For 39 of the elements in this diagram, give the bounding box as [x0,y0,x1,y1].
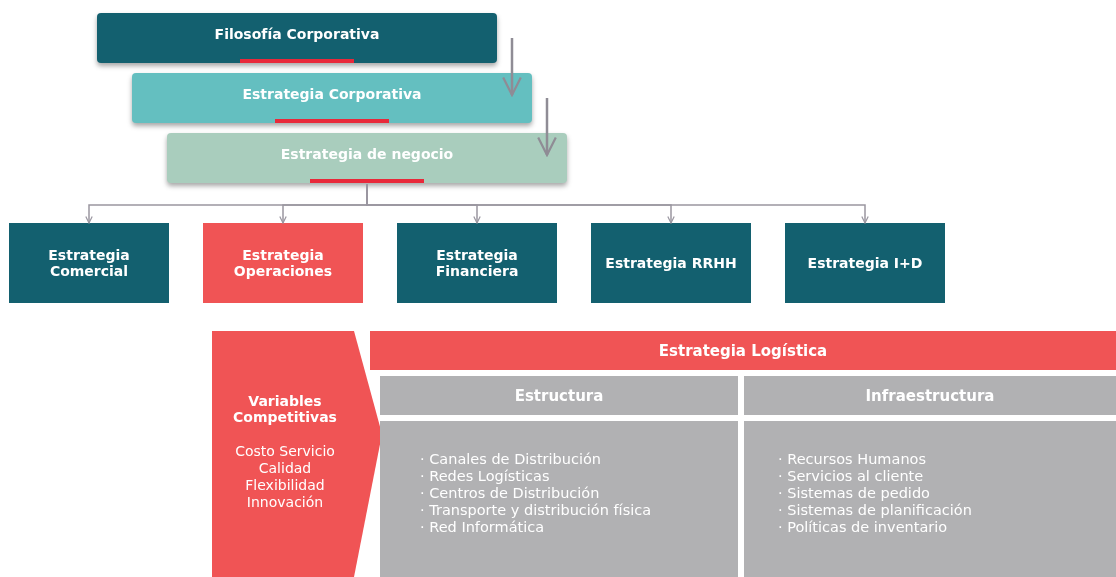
strategy-box [397,223,557,303]
list-item: · Transporte y distribución física [420,502,652,519]
title-text: Infraestructura [865,387,995,404]
list-item: · Recursos Humanos [778,451,926,468]
column-header [744,376,1116,415]
list-item: · Canales de Distribución [420,451,602,468]
title-text: Estrategia Corporativa [242,86,422,102]
list-item: · Red Informática [420,519,545,536]
strategy-card [167,133,567,183]
title-text: Estrategia Comercial [47,247,131,279]
title-text: Variables Competitivas [232,393,338,425]
strategy-box [591,223,751,303]
header-band [370,331,1116,370]
strategy-box [9,223,169,303]
list-item: · Políticas de inventario [778,519,948,536]
title-text: Estructura [514,387,604,404]
strategy-box [785,223,945,303]
column-header [380,376,738,415]
list-item: · Sistemas de pedido [778,485,930,502]
strategy-card [97,13,497,63]
title-text: Estrategia RRHH [605,255,737,271]
strategy-box [203,223,363,303]
arrow [502,38,522,97]
item-list: Costo Servicio Calidad Flexibilidad Innovación [225,443,345,511]
list-item: · Sistemas de planificación [778,502,972,519]
content-panel [744,421,1116,577]
content-panel [380,421,738,577]
arrow [537,98,557,157]
list-item: · Redes Logísticas [420,468,550,485]
title-text: Estrategia I+D [807,255,923,271]
title-text: Filosofía Corporativa [214,26,380,42]
title-text: Estrategia Operaciones [232,247,334,279]
title-text: Estrategia Financiera [434,247,520,279]
chevron-panel [212,331,382,577]
title-text: Estrategia de negocio [280,146,454,162]
list-item: · Servicios al cliente [778,468,924,485]
title-text: Estrategia Logística [658,342,828,359]
strategy-card [132,73,532,123]
list-item: · Centros de Distribución [420,485,600,502]
